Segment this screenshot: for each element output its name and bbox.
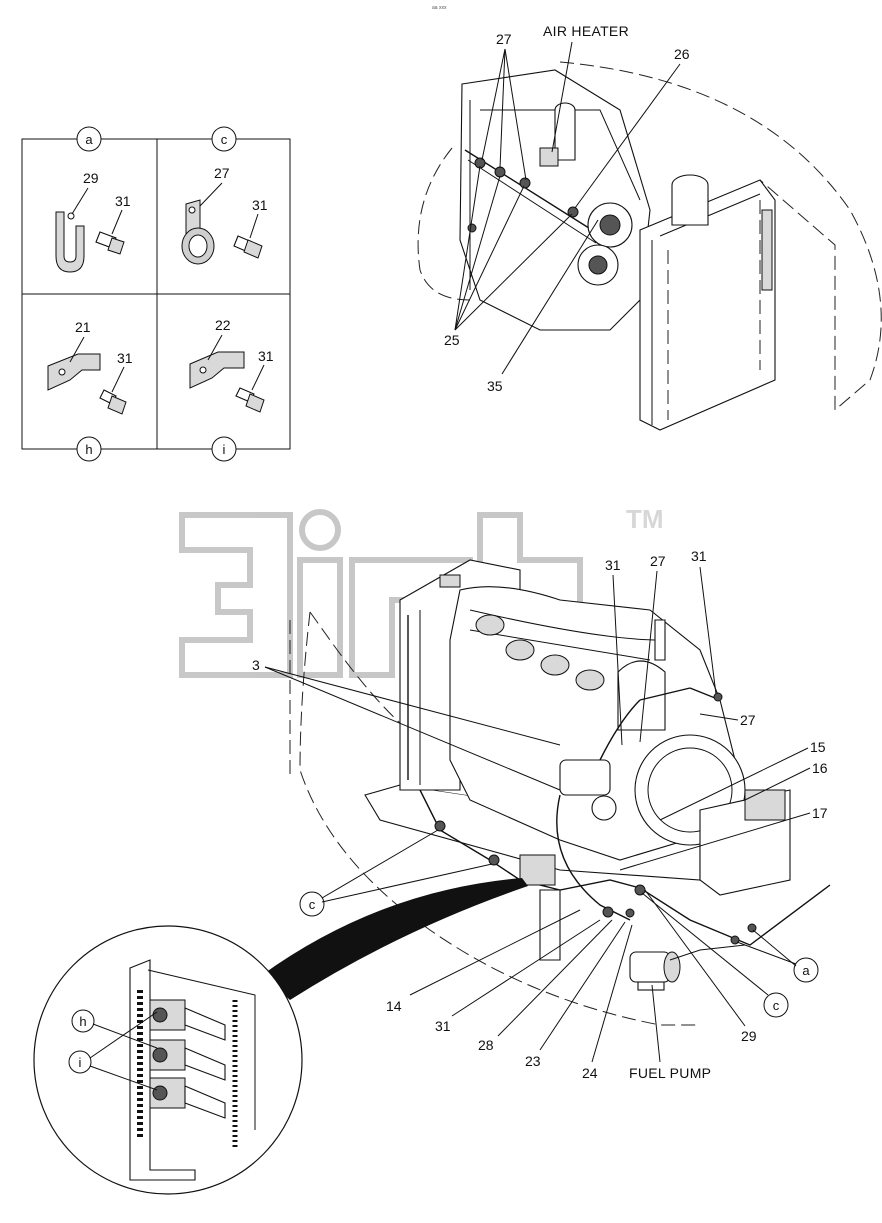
muffler-part: [617, 660, 666, 731]
detail-i-label-22: 22: [215, 317, 231, 333]
fuel-pump-caption: FUEL PUMP: [629, 1065, 711, 1081]
bottom-label-16: 16: [812, 760, 828, 776]
detail-c-letter: c: [221, 132, 228, 147]
clamp-25: [519, 177, 531, 189]
callout-c2: c: [773, 998, 780, 1013]
bracket-22-part: [189, 351, 245, 389]
zoom-pointer: [262, 878, 528, 1000]
detail-i: i 22 31: [189, 317, 274, 462]
bottom-label-23: 23: [525, 1053, 541, 1069]
clamp-25: [494, 166, 506, 178]
zoom-callout-i: i: [79, 1055, 82, 1070]
bottom-label-29: 29: [741, 1028, 757, 1044]
detail-h-label-21: 21: [75, 319, 91, 335]
fuel-pump-part: [629, 951, 681, 991]
detail-a-letter: a: [85, 132, 93, 147]
detail-h-letter: h: [85, 442, 92, 457]
p-clip-part: [55, 211, 85, 273]
detail-a: a 29 31: [55, 126, 131, 273]
bottom-label-27a: 27: [650, 553, 666, 569]
bolt-part: [99, 389, 127, 415]
tiny-header-text: aa xxx: [432, 5, 447, 11]
bottom-label-3: 3: [252, 657, 260, 673]
bolt-part: [95, 231, 125, 255]
detail-h-label-31: 31: [117, 350, 133, 366]
main-wire-harness: [419, 789, 831, 946]
top-label-27: 27: [496, 31, 512, 47]
bottom-label-15: 15: [810, 739, 826, 755]
bottom-label-17: 17: [812, 805, 828, 821]
callout-c1: c: [309, 897, 316, 912]
zoom-callout-h: h: [79, 1014, 86, 1029]
radiator-top: [639, 179, 776, 431]
top-label-25: 25: [444, 332, 460, 348]
watermark-tm: TM: [626, 504, 664, 534]
connector-block: [519, 854, 556, 886]
terminal-row: [149, 999, 226, 1041]
detail-a-label-31: 31: [115, 193, 131, 209]
detail-c-label-27: 27: [214, 165, 230, 181]
callout-a1: a: [802, 963, 810, 978]
bottom-label-31b: 31: [691, 548, 707, 564]
bottom-label-27b: 27: [740, 712, 756, 728]
detail-i-label-31: 31: [258, 348, 274, 364]
detail-a-label-29: 29: [83, 170, 99, 186]
bolt-part: [233, 235, 263, 259]
top-label-26: 26: [674, 46, 690, 62]
terminal-row: [149, 1077, 226, 1119]
detail-i-letter: i: [223, 442, 226, 457]
detail-h: h 21 31: [47, 319, 133, 462]
exhaust-manifold: [475, 614, 605, 691]
bottom-label-31a: 31: [605, 557, 621, 573]
bracket-21-part: [47, 353, 101, 391]
bottom-label-24: 24: [582, 1065, 598, 1081]
bottom-engine-view: 31 27 31 3 27 15 16 17 14 31 28 23 24 FU…: [252, 548, 831, 1081]
bottom-label-14: 14: [386, 998, 402, 1014]
starter-part: [559, 759, 611, 796]
detail-c: c 27 31: [181, 126, 268, 265]
bolt-part: [235, 387, 265, 413]
clamp-25: [567, 206, 579, 218]
zoom-detail-view: h i: [33, 878, 528, 1195]
bottom-label-28: 28: [478, 1037, 494, 1053]
bottom-label-31c: 31: [435, 1018, 451, 1034]
air-heater-part: [539, 147, 559, 167]
terminal-row: [149, 1039, 226, 1081]
detail-c-label-31: 31: [252, 197, 268, 213]
top-engine-view: AIR HEATER 27 26 25 35: [417, 23, 882, 431]
top-label-35: 35: [487, 378, 503, 394]
air-heater-caption: AIR HEATER: [543, 23, 629, 39]
detail-box-grid: a 29 31 c 27 31: [21, 126, 291, 462]
